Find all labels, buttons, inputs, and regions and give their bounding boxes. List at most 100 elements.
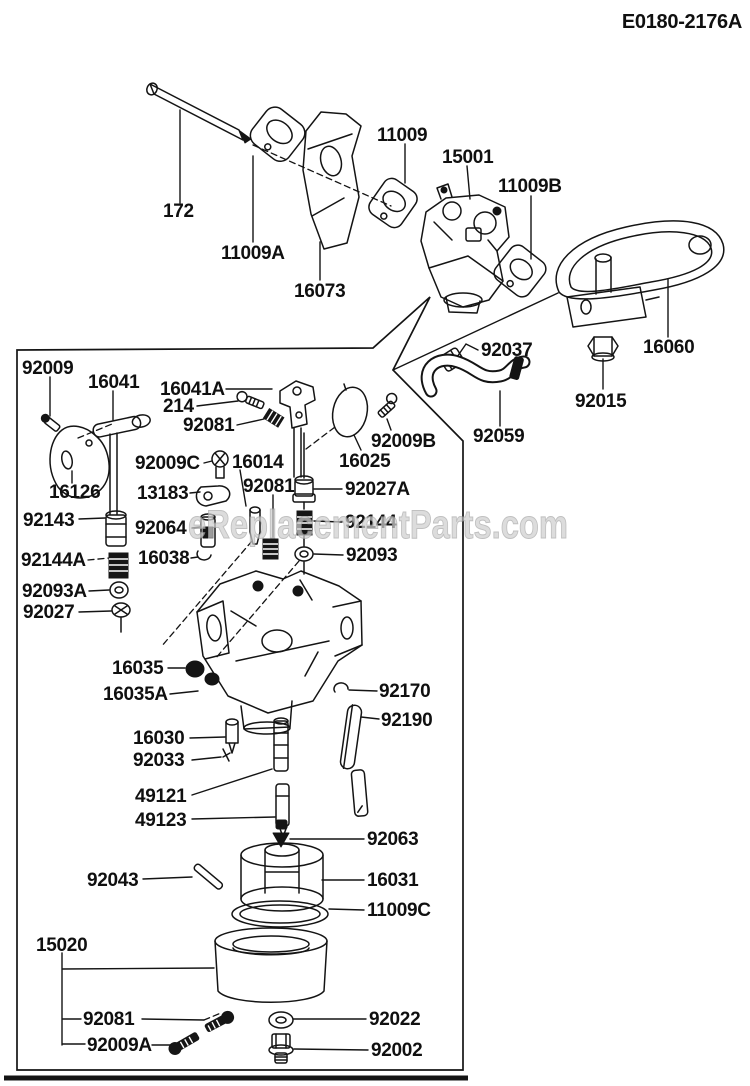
part-drawing-11009-gasket — [368, 177, 418, 229]
part-label-16035: 16035 — [112, 658, 164, 679]
part-label-92093: 92093 — [346, 545, 397, 566]
part-label-92093a: 92093A — [22, 581, 87, 602]
part-label-92043: 92043 — [87, 870, 138, 891]
part-drawing-92009-screw — [40, 413, 61, 432]
part-label-214: 214 — [163, 396, 195, 417]
part-label-92009b-2: 92009B — [371, 431, 436, 452]
part-label-16031: 16031 — [367, 870, 419, 891]
part-drawing-92081b-spring — [262, 538, 279, 560]
part-label-13183: 13183 — [137, 483, 188, 504]
part-drawing-16038-clip — [196, 550, 212, 561]
part-label-92063: 92063 — [367, 829, 418, 850]
part-drawing-214-screw — [236, 390, 265, 410]
part-drawing-92093a-oring — [109, 581, 129, 599]
part-label-16041: 16041 — [88, 372, 140, 393]
part-label-92081-2: 92081 — [243, 476, 295, 497]
part-label-16038: 16038 — [138, 548, 189, 569]
part-label-92143: 92143 — [23, 510, 74, 531]
part-label-92081-3: 92081 — [83, 1009, 135, 1030]
part-drawing-92063-jet — [272, 819, 290, 848]
part-label-92144: 92144 — [345, 512, 397, 533]
part-drawing-16025-diaphragm — [331, 383, 369, 438]
part-label-172: 172 — [163, 201, 194, 222]
part-drawing-49121-nozzle — [273, 717, 289, 772]
exploded-view-box — [16, 296, 464, 1071]
part-label-16060: 16060 — [643, 337, 694, 358]
part-label-16126: 16126 — [49, 482, 100, 503]
part-label-92027a: 92027A — [345, 479, 410, 500]
part-drawing-172-throttle-rod — [146, 82, 252, 144]
part-label-11009: 11009 — [377, 125, 427, 146]
part-label-11009c: 11009C — [367, 900, 431, 921]
labels-group: E0180-2176A 172 11009A 16073 11009 15001… — [21, 11, 742, 1061]
part-drawing-92093-oring — [294, 546, 314, 562]
part-drawing-15020-float-bowl — [214, 927, 328, 1003]
part-drawing-16014-needle-valve — [249, 506, 261, 545]
part-label-92027: 92027 — [23, 602, 74, 623]
part-drawing-92143-jet-holder — [105, 510, 127, 547]
part-drawing-16031-float — [240, 842, 324, 912]
part-label-92064: 92064 — [135, 518, 187, 539]
part-drawing-92190-tubes — [339, 704, 369, 817]
part-drawing-13183-plate — [195, 485, 231, 507]
part-label-92002: 92002 — [371, 1040, 422, 1061]
part-drawing-11009c-bowl-gasket — [231, 900, 329, 928]
axis-dashed-lines — [77, 144, 392, 1021]
part-drawing-92009a-screw — [168, 1032, 200, 1055]
part-drawing-92027a-valve-seat — [292, 475, 316, 503]
part-drawing-11009b-gasket — [493, 244, 547, 298]
part-label-92033: 92033 — [133, 750, 184, 771]
part-drawing-92009b-screw — [377, 392, 398, 418]
figure-code: E0180-2176A — [622, 11, 742, 33]
part-label-16030: 16030 — [133, 728, 184, 749]
part-drawing-carburetor-body — [196, 570, 363, 735]
part-drawing-16041-choke-shaft — [92, 414, 151, 515]
part-drawing-92081a-spring — [262, 407, 285, 428]
part-drawing-16126-gasket — [49, 425, 110, 499]
part-label-92081-1: 92081 — [183, 415, 235, 436]
part-drawing-92081c-drain-screw — [204, 1010, 235, 1032]
part-label-92037: 92037 — [481, 340, 532, 361]
part-drawing-92033-clip — [222, 748, 231, 762]
part-drawing-16035-plug — [185, 660, 205, 678]
leader-lines — [49, 109, 669, 1051]
part-label-92022: 92022 — [369, 1009, 420, 1030]
part-drawing-11009a-gasket — [249, 106, 306, 163]
part-label-16025: 16025 — [339, 451, 391, 472]
part-label-92144a: 92144A — [21, 550, 86, 571]
part-label-92170: 92170 — [379, 681, 430, 702]
part-drawing-92022-washer — [268, 1011, 294, 1029]
part-label-15001: 15001 — [442, 147, 494, 168]
part-drawing-92170-clamp — [333, 682, 349, 693]
part-drawing-92027-washer — [111, 602, 131, 633]
part-drawing-92009c-screw — [211, 450, 229, 479]
part-label-92190: 92190 — [381, 710, 432, 731]
part-drawing-92064-pilot-jet — [200, 513, 216, 548]
part-drawing-92144a-spring — [108, 552, 129, 579]
part-label-92059: 92059 — [473, 426, 524, 447]
part-drawing-16035a-plug — [204, 672, 220, 686]
part-label-11009b: 11009B — [498, 176, 562, 197]
part-label-92009c: 92009C — [135, 453, 200, 474]
part-label-49121: 49121 — [135, 786, 187, 807]
part-label-16035a: 16035A — [103, 684, 168, 705]
part-label-16014: 16014 — [232, 452, 284, 473]
part-label-92009: 92009 — [22, 358, 73, 379]
part-drawing-92144-spring — [296, 510, 313, 536]
part-label-11009a: 11009A — [221, 243, 285, 264]
part-label-92015: 92015 — [575, 391, 627, 412]
part-label-16073: 16073 — [294, 281, 345, 302]
part-label-16041a: 16041A — [160, 379, 225, 400]
part-drawing-16041a-throttle-shaft — [279, 380, 316, 478]
watermark-text: eReplacementParts.com — [188, 503, 568, 547]
part-drawing-16030-float-valve — [225, 718, 239, 754]
part-drawing-92002-drain-bolt — [268, 1033, 294, 1064]
part-drawing-15001-carburetor-assembly — [420, 183, 510, 314]
part-label-15020: 15020 — [36, 935, 87, 956]
part-drawing-92043-float-pin — [193, 863, 224, 890]
part-drawing-92059-hose — [420, 353, 531, 398]
part-label-49123: 49123 — [135, 810, 186, 831]
part-drawing-16060-air-intake-duct — [555, 220, 725, 328]
